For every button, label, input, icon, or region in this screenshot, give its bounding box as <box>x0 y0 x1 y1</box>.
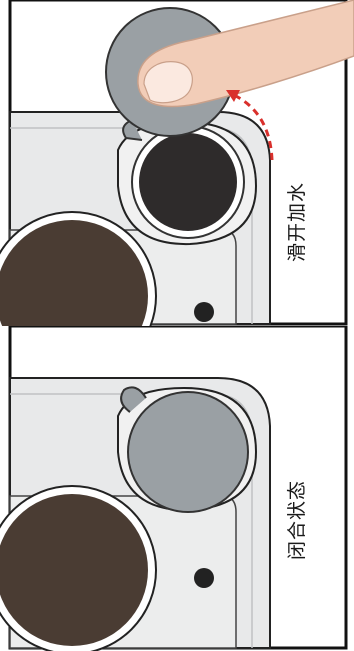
indicator-dot <box>194 568 214 588</box>
panel-sliding-open: 滑开加水 <box>0 0 354 326</box>
main-opening <box>0 494 148 646</box>
closed-lid <box>127 391 249 513</box>
dashed-arrow-icon <box>226 90 274 161</box>
label-sliding-open: 滑开加水 <box>286 181 308 262</box>
panel-closed-drawing <box>0 326 348 651</box>
indicator-dot <box>194 302 214 322</box>
label-closed: 闭合状态 <box>286 479 308 560</box>
finger-icon <box>137 0 354 108</box>
main-opening <box>0 220 148 326</box>
panel-closed: 闭合状态 <box>0 326 354 651</box>
panel-sliding-open-drawing <box>0 0 354 326</box>
water-hole <box>139 133 237 231</box>
